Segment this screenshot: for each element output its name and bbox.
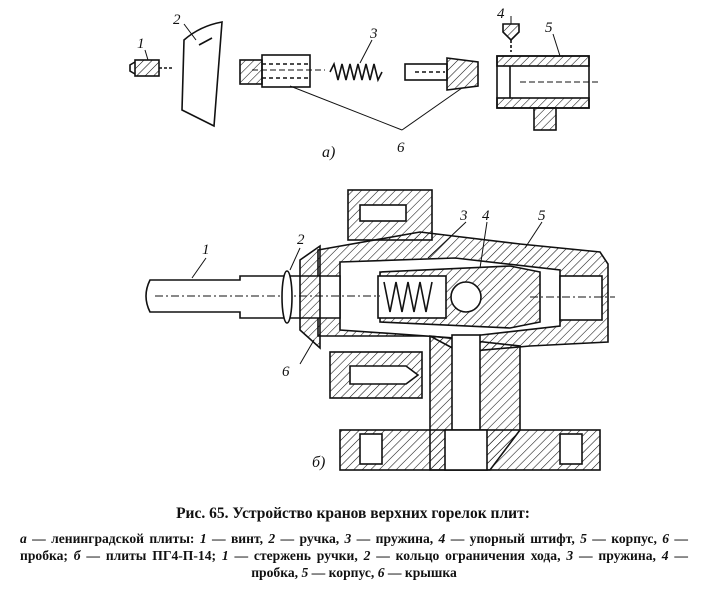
legend-b-item-text: — кольцо ограничения хода, [370,548,567,563]
exploded-view-a [129,16,600,131]
legend-a-letter: а [20,531,27,546]
part-handle [181,21,223,128]
legend-a-item-text: — корпус, [586,531,663,546]
part-plug-left [239,54,325,88]
legend-a-item-text: — пробка; [20,531,688,563]
legend-a-item-num: 2 [268,531,276,546]
legend-b-item-num: 4 [661,548,669,563]
part-pin [502,23,520,52]
legend-b-head: — плиты ПГ4-П-14; [80,548,222,563]
legend-b-item-num: 2 [363,548,371,563]
part-plug-right [404,57,479,91]
label-a-5: 5 [545,20,553,36]
sublabel-b: б) [312,454,325,471]
part-body [496,55,600,131]
legend-b-item-text: — крышка [384,565,457,580]
legend-b-item-num: 1 [221,548,229,563]
legend-b-item-num: 5 [301,565,309,580]
label-a-2: 2 [173,12,181,28]
label-b-1: 1 [202,242,210,258]
label-b-4: 4 [482,208,490,224]
legend-a-item-text: — винт, [206,531,269,546]
label-b-5: 5 [538,208,546,224]
legend-a-item-num: 4 [438,531,446,546]
label-a-3: 3 [369,26,378,42]
technical-drawing: 1 2 3 4 5 6 а) [129,6,615,471]
sublabel-a: а) [322,144,335,161]
legend-a-item-text: — ручка, [275,531,345,546]
figure-caption: Рис. 65. Устройство кранов верхних горел… [176,505,530,522]
legend-b-item-text: — стержень ручки, [228,548,364,563]
legend-b-items: 1 — стержень ручки, 2 — кольцо ограничен… [222,548,688,580]
part-spring [329,61,383,83]
figure-legend: а — ленинградской плиты: 1 — винт, 2 — р… [20,530,688,581]
label-a-1: 1 [137,36,145,52]
label-b-6: 6 [282,364,290,380]
legend-b-item-text: — корпус, [308,565,378,580]
legend-a-item-num: 3 [344,531,352,546]
label-b-2: 2 [297,232,305,248]
legend-b-item-num: 6 [377,565,385,580]
label-a-6: 6 [397,140,405,156]
legend-b-item-text: — пробка, [251,548,688,580]
legend-a-items: 1 — винт, 2 — ручка, 3 — пружина, 4 — уп… [20,531,688,563]
section-view-b [145,189,615,471]
legend-b-item-text: — пружина, [573,548,662,563]
part-screw [129,59,172,77]
legend-a-item-num: 5 [580,531,587,546]
legend-a-item-text: — упорный штифт, [445,531,581,546]
label-a-4: 4 [497,6,505,22]
legend-a-head: — ленинградской плиты: [26,531,200,546]
legend-b-item-num: 3 [566,548,574,563]
legend-a-item-text: — пружина, [351,531,439,546]
label-b-3: 3 [459,208,468,224]
legend-a-item-num: 1 [199,531,207,546]
legend-b-letter: б [73,548,81,563]
legend-a-item-num: 6 [662,531,670,546]
